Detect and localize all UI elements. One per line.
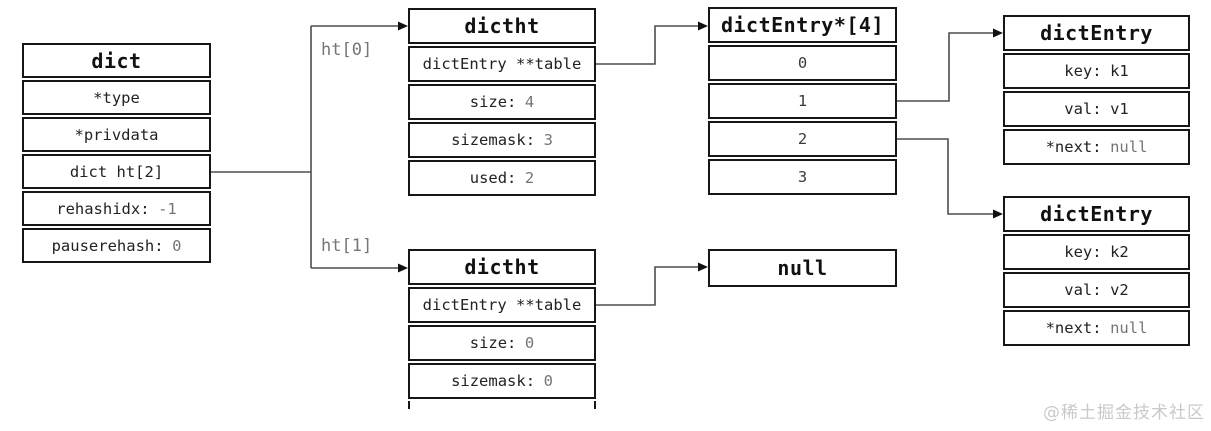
row-label: sizemask: (451, 372, 536, 390)
row-label: used: (469, 169, 517, 187)
row-label: key: (1064, 62, 1102, 80)
row-value: 0 (543, 372, 553, 390)
row-value: v1 (1110, 100, 1129, 118)
struct-row: *next: null (1003, 129, 1190, 165)
row-label: *privdata (74, 125, 159, 144)
struct-row: val: v1 (1003, 91, 1190, 127)
row-label: *next: (1045, 138, 1102, 156)
arrowhead-array (698, 21, 708, 31)
dictht0-struct-box: dictht dictEntry **table size: 4 sizemask: 3 u… (408, 8, 596, 196)
label-ht0: ht[0] (321, 40, 373, 60)
struct-row: size: 0 (408, 325, 596, 361)
connector-slot1-to-entry1 (897, 32, 994, 102)
struct-row: val: v2 (1003, 272, 1190, 308)
struct-row: sizemask: 0 (408, 363, 596, 399)
struct-row: *next: null (1003, 310, 1190, 346)
row-label: *next: (1045, 319, 1102, 337)
row-label: size: (469, 93, 517, 111)
row-label: *type (93, 88, 140, 107)
box-title: dictEntry (1003, 15, 1190, 51)
row-value: null (1110, 138, 1148, 156)
row-value: -1 (158, 199, 177, 218)
box-title: dictEntry*[4] (708, 7, 897, 43)
connector-table0-to-array (596, 25, 699, 65)
dictentry2-struct-box: dictEntry key: k2 val: v2 *next: null (1003, 196, 1190, 346)
row-label: rehashidx: (56, 199, 150, 218)
row-value: k2 (1110, 243, 1129, 261)
arrowhead-entry2 (993, 209, 1003, 219)
dictentry-array-box: dictEntry*[4] 0 1 2 3 (708, 7, 897, 195)
struct-row: key: k2 (1003, 234, 1190, 270)
dictentry1-struct-box: dictEntry key: k1 val: v1 *next: null (1003, 15, 1190, 165)
struct-row: 1 (708, 83, 897, 119)
row-label: val: (1064, 281, 1102, 299)
struct-row: 2 (708, 121, 897, 157)
row-label: 2 (797, 130, 808, 148)
box-title: null (708, 249, 897, 287)
row-value: 4 (524, 93, 535, 111)
clipped-row-stub (408, 401, 596, 409)
row-label: size: (469, 334, 517, 352)
struct-row: used: 2 (408, 160, 596, 196)
struct-row: dict ht[2] (22, 154, 211, 189)
box-title: dictht (408, 249, 596, 285)
struct-row: sizemask: 3 (408, 122, 596, 158)
row-label: 3 (797, 168, 808, 186)
row-value: v2 (1110, 281, 1129, 299)
row-value: 0 (524, 334, 535, 352)
dictht1-struct-box: dictht dictEntry **table size: 0 sizemask: 0 (408, 249, 596, 409)
row-value: 3 (543, 131, 553, 149)
struct-row: rehashidx: -1 (22, 191, 211, 226)
row-label: dictEntry **table (422, 296, 582, 314)
struct-row: 3 (708, 159, 897, 195)
row-value: k1 (1110, 62, 1129, 80)
row-label: val: (1064, 100, 1102, 118)
struct-row: key: k1 (1003, 53, 1190, 89)
struct-row: 0 (708, 45, 897, 81)
watermark: @稀土掘金技术社区 (1043, 403, 1205, 423)
struct-row: *privdata (22, 117, 211, 152)
struct-row: pauserehash: 0 (22, 228, 211, 263)
label-ht1: ht[1] (321, 236, 373, 256)
struct-row: size: 4 (408, 84, 596, 120)
dict-struct-box: dict *type *privdata dict ht[2] rehashidx: -1… (22, 43, 211, 263)
row-label: pauserehash: (51, 236, 164, 255)
connector-slot2-to-entry2 (897, 138, 994, 215)
row-label: key: (1064, 243, 1102, 261)
row-label: sizemask: (451, 131, 536, 149)
connector-table1-to-null (596, 266, 699, 306)
row-label: dict ht[2] (69, 162, 164, 181)
null-box: null (708, 249, 897, 287)
struct-row: dictEntry **table (408, 46, 596, 82)
arrowhead-null (698, 262, 708, 272)
arrowhead-ht0 (398, 21, 408, 31)
struct-row: *type (22, 80, 211, 115)
box-title: dictEntry (1003, 196, 1190, 232)
row-label: 0 (797, 54, 808, 72)
arrowhead-ht1 (398, 263, 408, 273)
row-label: 1 (797, 92, 808, 110)
row-value: null (1110, 319, 1148, 337)
row-value: 2 (524, 169, 535, 187)
row-label: dictEntry **table (422, 55, 582, 73)
box-title: dict (22, 43, 211, 78)
row-value: 0 (172, 236, 182, 255)
arrowhead-entry1 (993, 28, 1003, 38)
struct-row: dictEntry **table (408, 287, 596, 323)
box-title: dictht (408, 8, 596, 44)
